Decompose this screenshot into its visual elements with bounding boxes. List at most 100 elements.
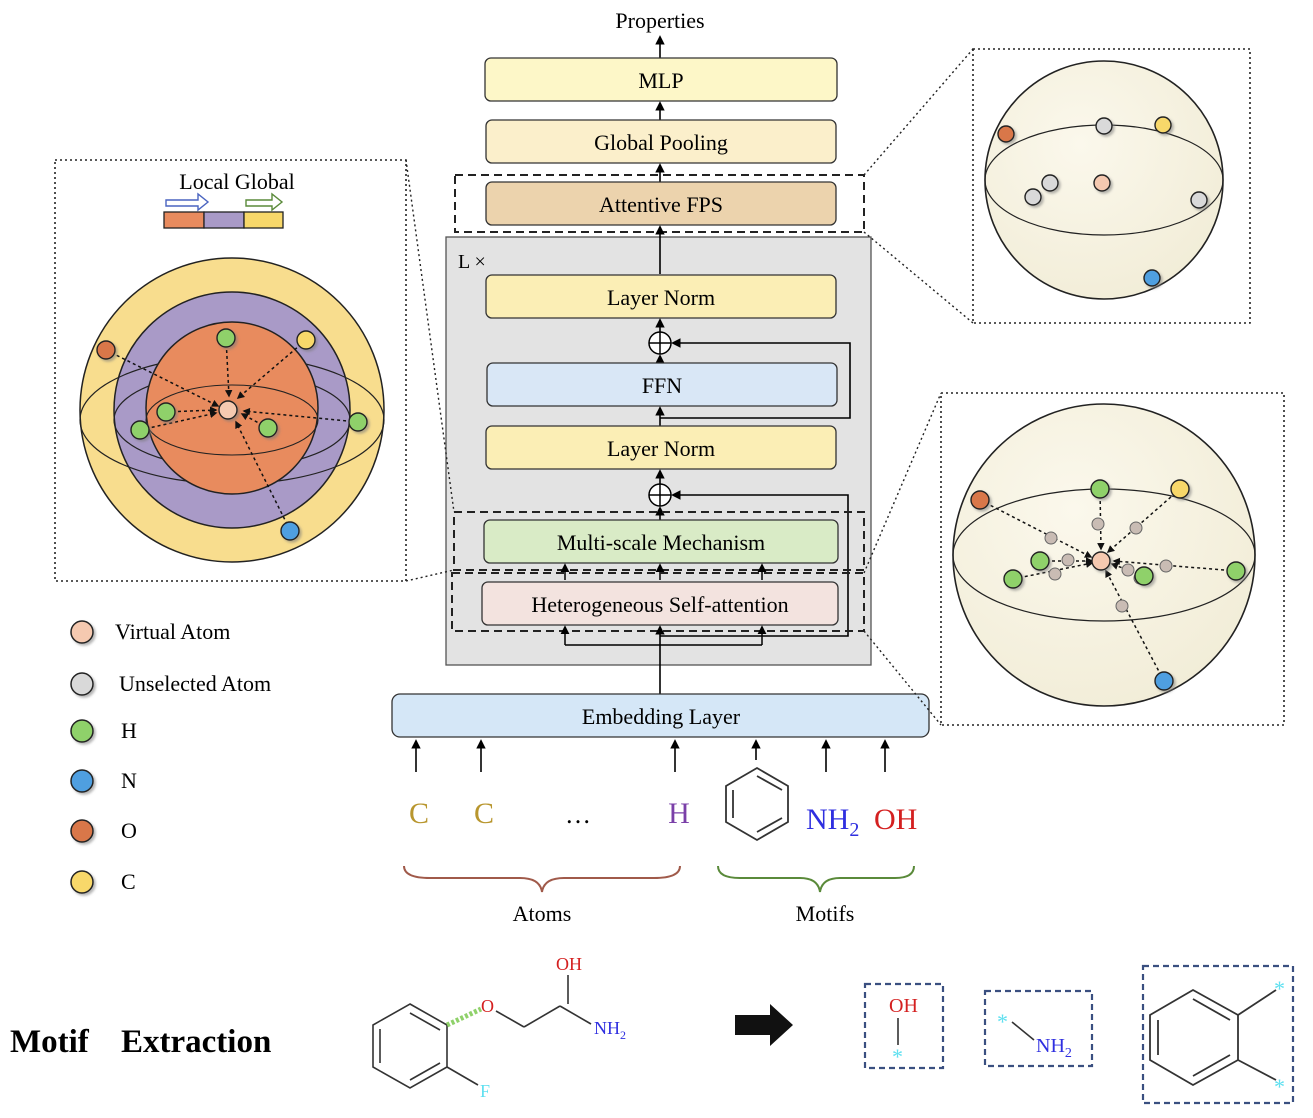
token-nh2: NH2 <box>806 803 859 841</box>
motif-benzene-box <box>1141 964 1295 1105</box>
legend-label: N <box>121 768 137 793</box>
legend-label: H <box>121 718 137 743</box>
atom-c-icon <box>1170 479 1190 499</box>
fps-panel <box>972 48 1251 324</box>
molecule-o: O <box>481 996 494 1016</box>
connector-fps-top <box>863 48 974 176</box>
motif-nh2-label: NH2 <box>1036 1035 1072 1061</box>
molecule-oh: OH <box>556 954 582 974</box>
source-molecule <box>372 975 592 1089</box>
atom-o-icon <box>997 125 1015 143</box>
hetero-label: Heterogeneous Self-attention <box>531 592 788 617</box>
motif-nh2-bond <box>1011 1021 1035 1041</box>
atom-h-icon <box>1226 561 1246 581</box>
motif-oh-box <box>863 982 945 1070</box>
ffn-label: FFN <box>642 373 682 398</box>
connector-left-top <box>405 159 455 513</box>
residual-top <box>660 338 851 419</box>
atom-c-icon <box>296 330 316 350</box>
motif-nh2-star: * <box>997 1009 1008 1034</box>
local-global-panel <box>54 159 407 582</box>
molecule-nh2: NH2 <box>594 1018 626 1042</box>
atoms-label: Atoms <box>513 901 572 926</box>
token-h: H <box>668 797 690 830</box>
motif-oh-star: * <box>892 1044 903 1069</box>
atom-n-icon <box>1154 671 1174 691</box>
atom-h-icon <box>1030 551 1050 571</box>
connector-att-top <box>863 392 942 574</box>
connector-left-bottom <box>405 569 455 582</box>
atom-n-icon <box>1143 269 1161 287</box>
legend-swatch-icon <box>70 870 94 894</box>
molecule-f: F <box>480 1081 490 1101</box>
local-global-label: Local Global <box>179 169 294 194</box>
token-oh: OH <box>874 803 917 836</box>
unselected-atom-icon <box>1190 191 1208 209</box>
legend-swatch-icon <box>70 769 94 793</box>
atom-h-icon <box>1090 479 1110 499</box>
atom-c-icon <box>1154 116 1172 134</box>
multiscale-box <box>483 519 839 564</box>
extraction-arrow-icon <box>735 1004 793 1046</box>
motif-benzene-star-top: * <box>1274 976 1285 1001</box>
residual-bottom <box>660 490 849 637</box>
unselected-atom-icon <box>1095 117 1113 135</box>
atoms-brace <box>403 865 681 893</box>
atom-h-icon <box>348 412 368 432</box>
token-c1: C <box>409 797 429 830</box>
connector-att-bottom <box>863 630 942 726</box>
motifs-brace <box>717 865 915 893</box>
atom-h-icon <box>258 418 278 438</box>
connector-fps-bottom <box>863 231 974 324</box>
legend-label: Unselected Atom <box>119 671 271 696</box>
motif-extraction-title-b: Extraction <box>121 1024 271 1060</box>
scale-bar-icon <box>163 192 284 229</box>
virtual-atom-icon <box>1091 551 1111 571</box>
token-ellipsis: … <box>565 800 591 829</box>
fps-atoms <box>997 116 1208 287</box>
atom-n-icon <box>280 521 300 541</box>
atom-h-icon <box>1134 566 1154 586</box>
unselected-atom-icon <box>1024 188 1042 206</box>
attention-edges <box>979 488 1237 682</box>
ffn-box <box>486 362 838 407</box>
legend-swatch-icon <box>70 819 94 843</box>
atom-h-icon <box>1003 569 1023 589</box>
atom-o-icon <box>96 340 116 360</box>
virtual-atom-icon <box>218 400 238 420</box>
legend-label: C <box>121 869 136 894</box>
layer-norm-top-label: Layer Norm <box>607 285 715 310</box>
embedding-label: Embedding Layer <box>582 704 741 729</box>
attentive-fps-label: Attentive FPS <box>599 192 723 217</box>
attentive-fps-box <box>485 181 837 226</box>
hetero-box <box>481 581 839 626</box>
unselected-atom-icon <box>1041 174 1059 192</box>
global-pooling-box <box>485 119 837 164</box>
atom-h-icon <box>156 402 176 422</box>
atom-h-icon <box>216 328 236 348</box>
local-global-atoms <box>96 328 368 541</box>
benzene-token-icon <box>725 766 789 842</box>
attention-panel <box>940 392 1285 726</box>
mlp-box <box>484 57 838 102</box>
legend-label: O <box>121 818 137 843</box>
motif-oh-label: OH <box>889 995 918 1017</box>
legend-swatch-icon <box>70 620 94 644</box>
legend-swatch-icon <box>70 672 94 696</box>
repeat-label: L × <box>458 251 486 273</box>
properties-label: Properties <box>615 8 704 33</box>
atom-h-icon <box>130 420 150 440</box>
motif-benzene-star-bottom: * <box>1274 1074 1285 1099</box>
virtual-atom-icon <box>1093 174 1111 192</box>
layer-norm-top-box <box>485 274 837 319</box>
motif-nh2-box <box>983 989 1094 1068</box>
legend-swatch-icon <box>70 719 94 743</box>
layer-norm-bottom-box <box>485 425 837 470</box>
motifs-label: Motifs <box>796 901 855 926</box>
multiscale-label: Multi-scale Mechanism <box>557 530 765 555</box>
layer-norm-bottom-label: Layer Norm <box>607 436 715 461</box>
mlp-label: MLP <box>638 68 683 93</box>
